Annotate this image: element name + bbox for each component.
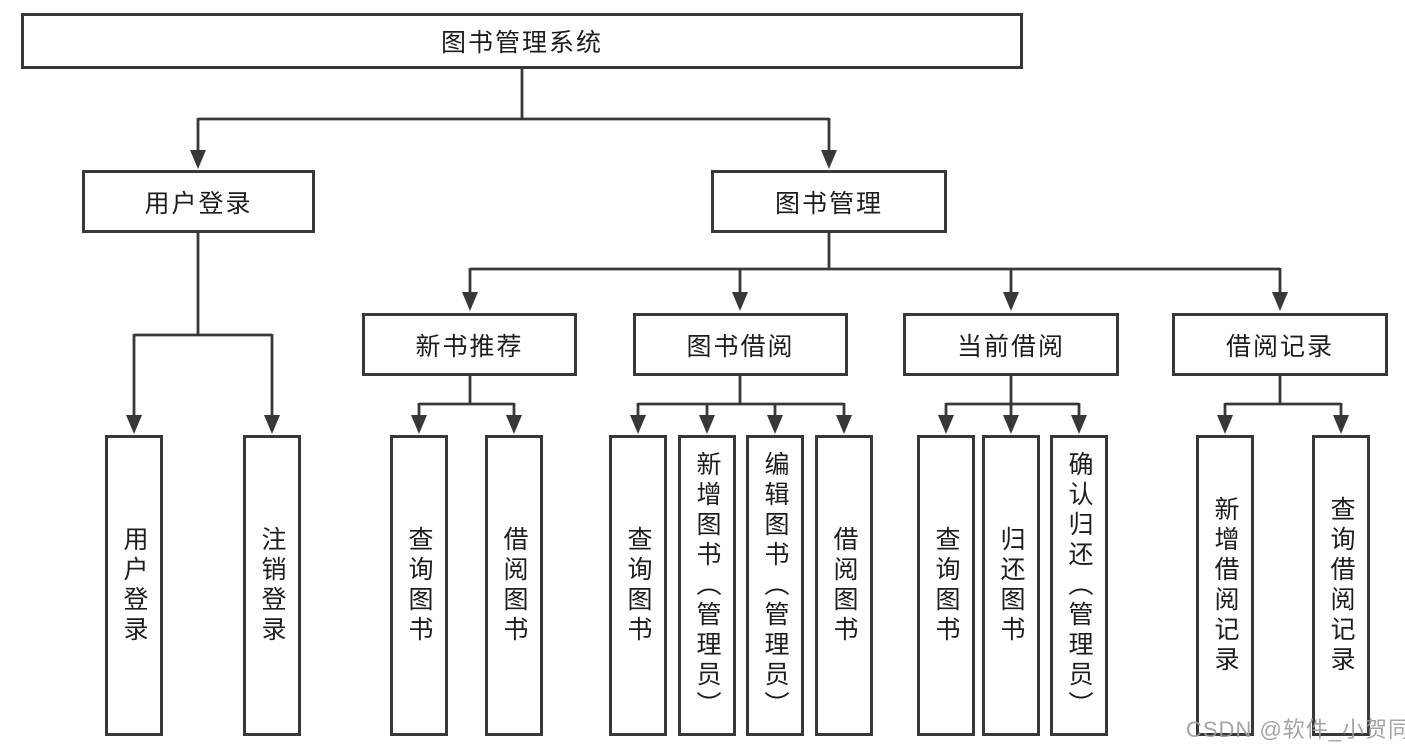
leaf-borrowing-query-books: 查询图书: [609, 435, 667, 736]
node-book-management-label: 图书管理: [774, 189, 883, 218]
node-library-system: 图书管理系统: [21, 13, 1023, 69]
leaf-records-add-record: 新增借阅记录: [1196, 435, 1254, 736]
leaf-logout: 注销登录: [243, 435, 301, 736]
node-current-borrowing-label: 当前借阅: [956, 332, 1065, 361]
leaf-borrowing-edit-books-admin-label: 编辑图书（管理员）: [761, 450, 789, 721]
node-book-management: 图书管理: [711, 170, 947, 233]
leaf-current-confirm-return-admin: 确认归还（管理员）: [1050, 435, 1108, 736]
leaf-records-query-record: 查询借阅记录: [1312, 435, 1370, 736]
leaf-borrowing-borrow-books: 借阅图书: [815, 435, 873, 736]
node-book-borrowing-label: 图书借阅: [686, 332, 795, 361]
leaf-records-add-record-label: 新增借阅记录: [1211, 495, 1239, 676]
node-borrow-records-label: 借阅记录: [1225, 332, 1334, 361]
node-user-login-label: 用户登录: [144, 189, 253, 218]
node-library-system-label: 图书管理系统: [440, 29, 603, 57]
leaf-borrowing-add-books-admin-label: 新增图书（管理员）: [693, 450, 721, 721]
leaf-records-query-record-label: 查询借阅记录: [1327, 495, 1355, 676]
leaf-current-query-books-label: 查询图书: [932, 525, 960, 646]
watermark: CSDN @软件_小贺同学: [1186, 717, 1405, 742]
leaf-recommend-query-books-label: 查询图书: [405, 525, 433, 646]
leaf-logout-label: 注销登录: [258, 525, 286, 646]
leaf-borrowing-query-books-label: 查询图书: [624, 525, 652, 646]
node-user-login: 用户登录: [82, 170, 315, 233]
leaf-recommend-borrow-books-label: 借阅图书: [500, 525, 528, 646]
leaf-user-login-label: 用户登录: [120, 525, 148, 646]
leaf-current-query-books: 查询图书: [917, 435, 975, 736]
leaf-user-login: 用户登录: [105, 435, 163, 736]
leaf-borrowing-add-books-admin: 新增图书（管理员）: [678, 435, 736, 736]
leaf-current-confirm-return-admin-label: 确认归还（管理员）: [1065, 450, 1093, 721]
leaf-recommend-query-books: 查询图书: [390, 435, 448, 736]
leaf-current-return-books: 归还图书: [982, 435, 1040, 736]
node-book-borrowing: 图书借阅: [633, 313, 848, 376]
leaf-recommend-borrow-books: 借阅图书: [485, 435, 543, 736]
node-current-borrowing: 当前借阅: [903, 313, 1119, 376]
node-new-book-recommend: 新书推荐: [362, 313, 577, 376]
node-borrow-records: 借阅记录: [1172, 313, 1388, 376]
leaf-borrowing-borrow-books-label: 借阅图书: [830, 525, 858, 646]
node-new-book-recommend-label: 新书推荐: [415, 332, 524, 361]
leaf-current-return-books-label: 归还图书: [997, 525, 1025, 646]
leaf-borrowing-edit-books-admin: 编辑图书（管理员）: [746, 435, 804, 736]
